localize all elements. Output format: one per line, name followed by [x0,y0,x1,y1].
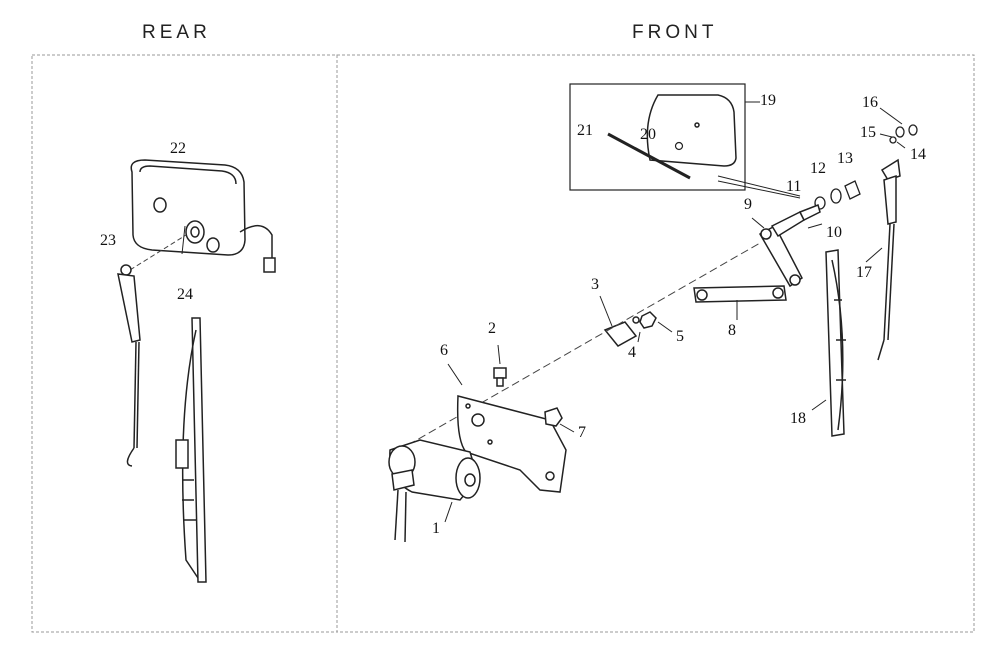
inset-pointer-a [717,175,801,197]
leader-10 [807,223,823,229]
leader-2 [497,344,501,365]
pivot-crank [758,204,821,288]
callout-18: 18 [790,410,806,427]
rear-section-title: REAR [142,22,211,43]
callout-17: 17 [856,264,872,281]
callout-7: 7 [578,424,586,441]
leader-4 [637,331,641,343]
leader-18 [811,399,827,411]
callout-21: 21 [577,122,593,139]
leader-3 [599,295,613,327]
callout-11: 11 [786,178,802,195]
callout-9: 9 [744,196,752,213]
callout-15: 15 [860,124,876,141]
leader-7 [559,423,575,433]
pivot-washers [814,124,918,210]
leader-1 [444,501,453,523]
mount-bolt [493,367,507,387]
callout-5: 5 [676,328,684,345]
leader-23 [181,225,186,255]
callout-1: 1 [432,520,440,537]
cover-shaft [607,132,691,180]
rear-arm-guide-line [129,234,187,271]
leader-14 [896,141,906,149]
callout-23: 23 [100,232,116,249]
rear-wiper-arm [117,264,141,467]
leader-17 [865,247,883,263]
leader-6 [447,363,463,386]
link-rod [693,285,787,303]
leader-5 [657,321,673,333]
cap-nut [674,141,684,151]
leader-15 [879,133,893,138]
bracket-nut [544,407,563,427]
callout-8: 8 [728,322,736,339]
front-wiper-arm [877,158,901,361]
callout-24: 24 [177,286,193,303]
front-panel-frame [336,54,975,633]
front-wiper-motor [388,439,481,543]
callout-20: 20 [640,126,656,143]
callout-2: 2 [488,320,496,337]
cover-cap [646,94,737,167]
leader-9 [751,217,765,229]
callout-4: 4 [628,344,636,361]
inset-box [569,83,746,191]
callout-22: 22 [170,140,186,157]
callout-12: 12 [810,160,826,177]
callout-10: 10 [826,224,842,241]
callout-6: 6 [440,342,448,359]
motor-bracket [456,395,567,493]
rear-panel-frame [31,54,338,633]
callout-19: 19 [760,92,776,109]
callout-13: 13 [837,150,853,167]
inset-pointer-b [717,180,801,199]
front-section-title: FRONT [632,22,718,43]
leader-16 [879,107,903,125]
callout-16: 16 [862,94,878,111]
callout-3: 3 [591,276,599,293]
front-wiper-blade [825,249,846,437]
rear-wiper-motor [130,159,276,273]
rear-wiper-blade [175,317,207,583]
callout-14: 14 [910,146,926,163]
